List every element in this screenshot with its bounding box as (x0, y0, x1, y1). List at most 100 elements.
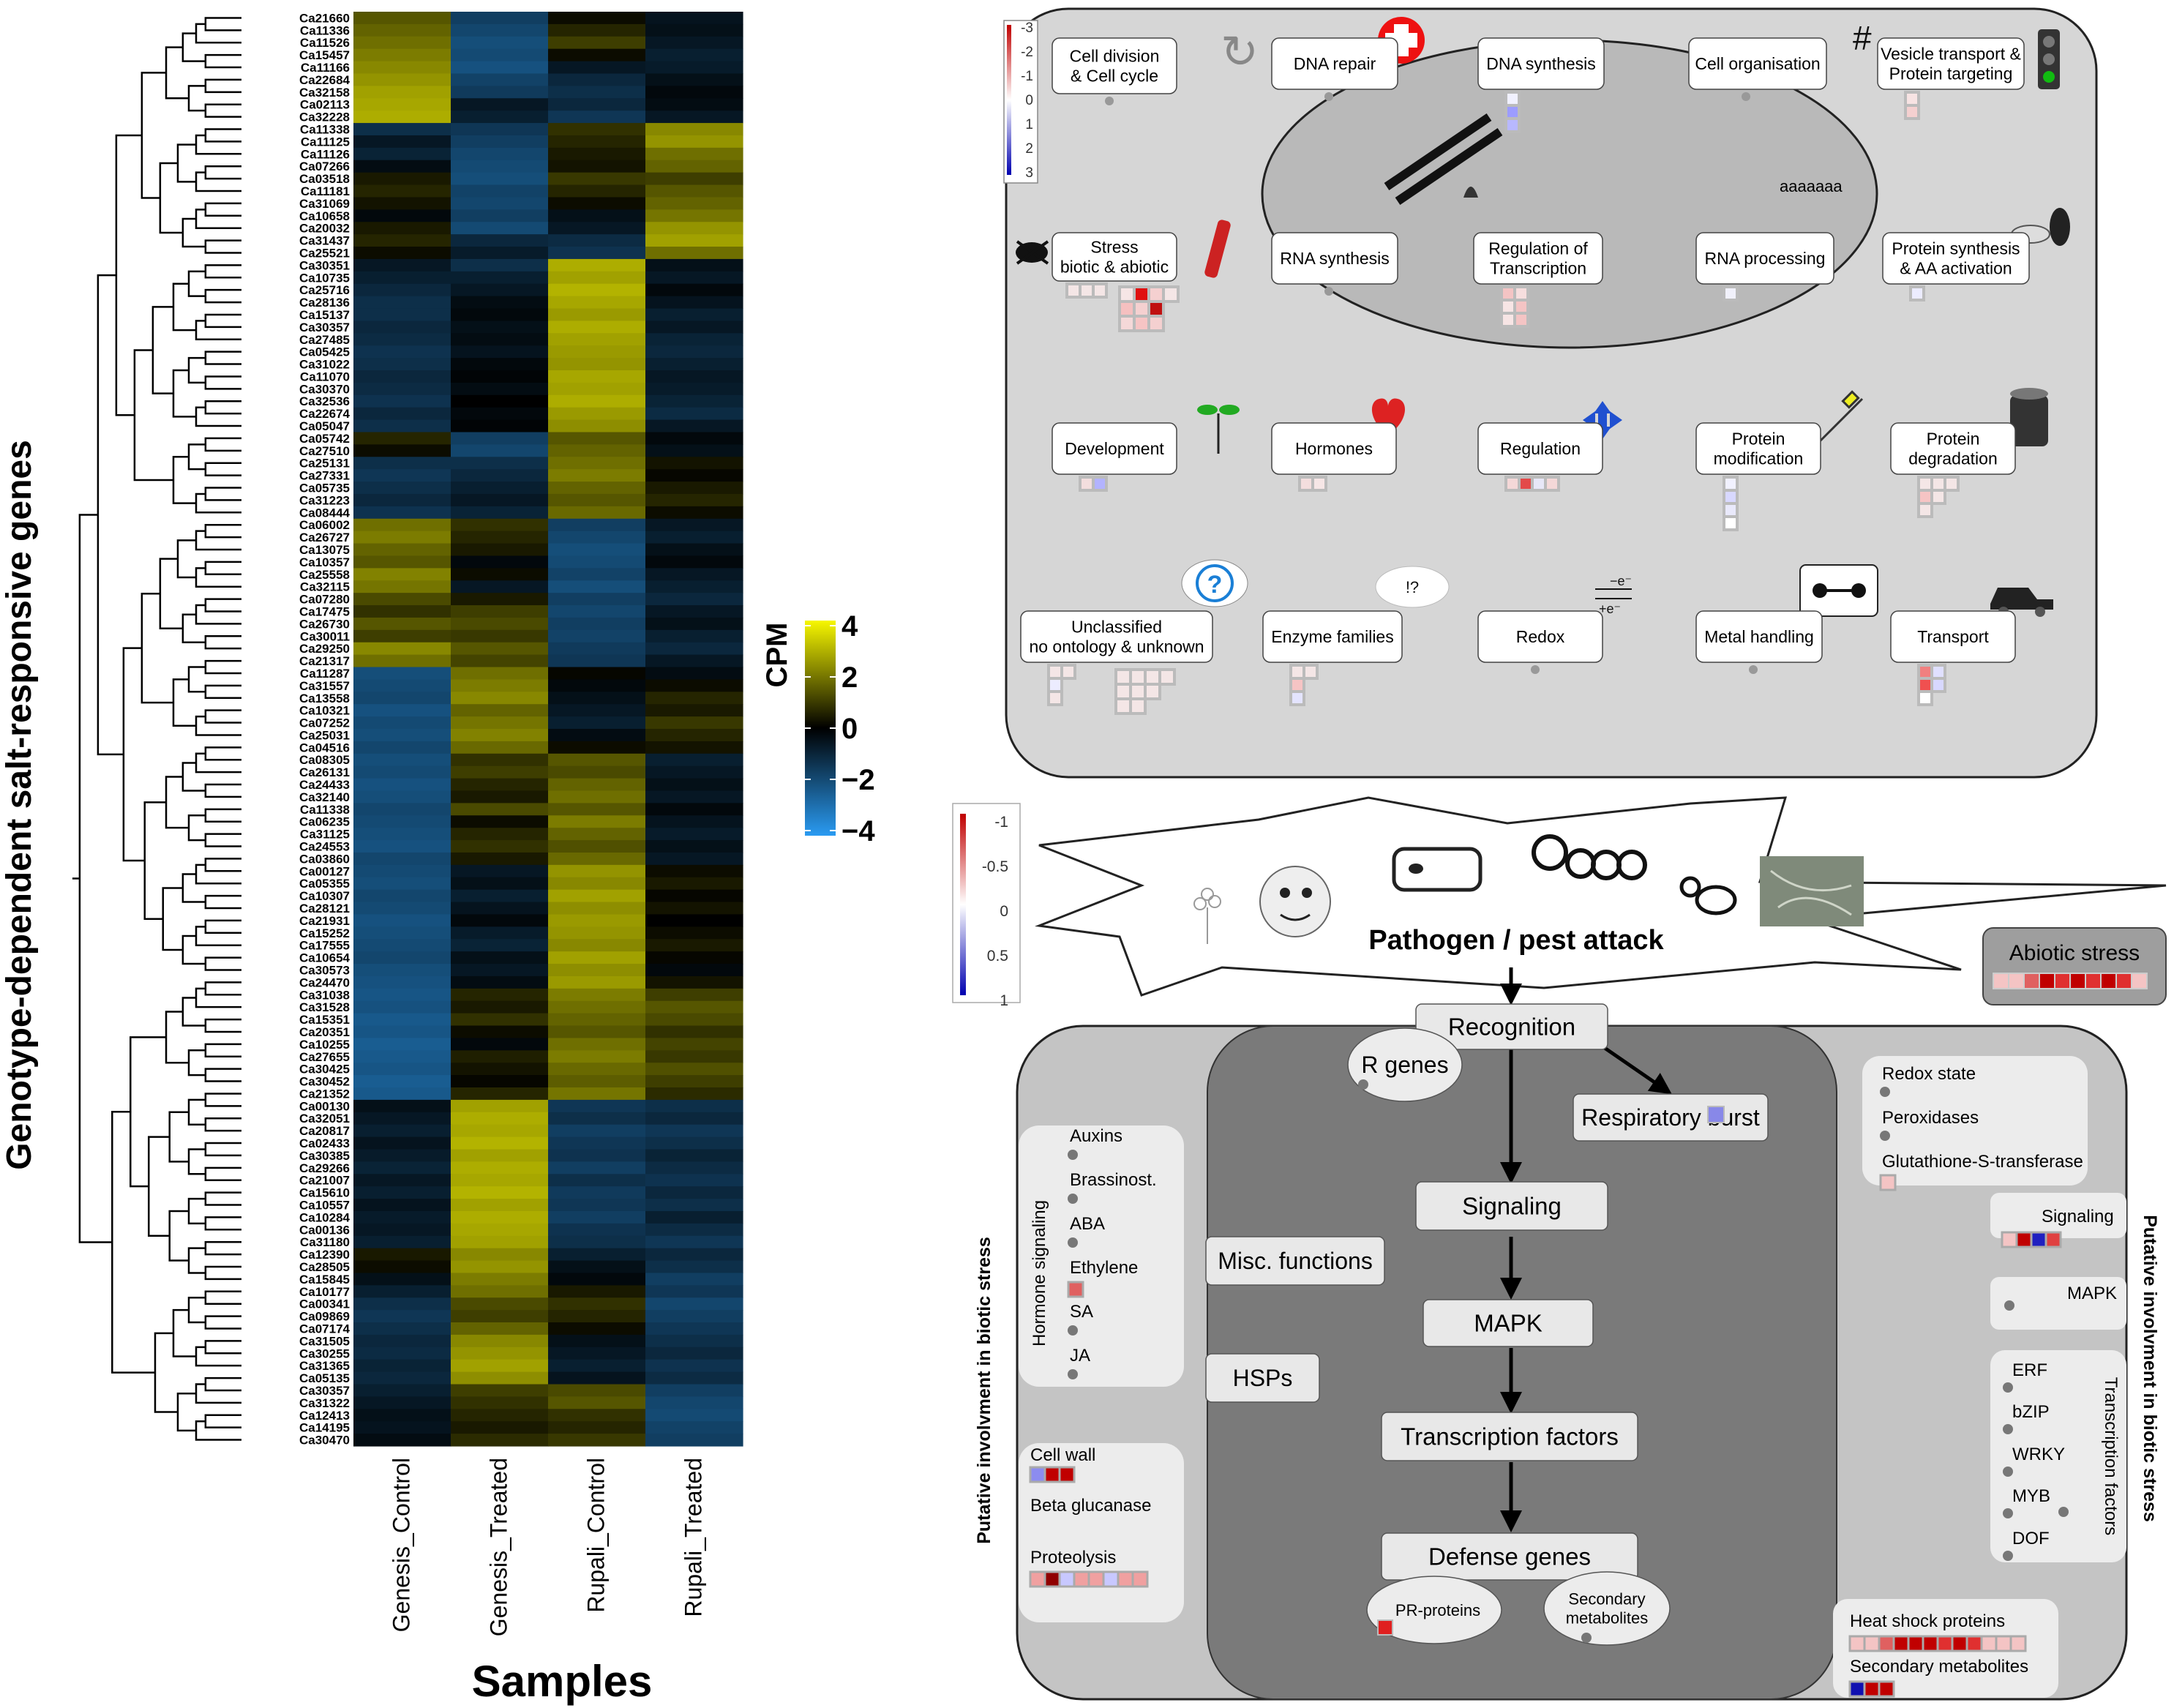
gene-label: Ca24553 (299, 840, 350, 854)
cell-bin-swatch (1302, 664, 1319, 680)
heatmap-cell (548, 1421, 646, 1434)
heatmap-cell (451, 86, 549, 99)
flow-node: Defense genes (1381, 1532, 1638, 1581)
heatmap-cell (548, 790, 646, 804)
svg-text:!?: !? (1406, 578, 1419, 596)
cell-bin-swatch (1298, 476, 1314, 492)
flow-arrows (1500, 967, 1672, 1532)
abiotic-stress-box: Abiotic stress (1982, 927, 2167, 1005)
heatmap-cell (548, 975, 646, 989)
heatmap-panel: Genotype-dependent salt-responsive genes… (0, 11, 875, 1706)
hormone-label: Ethylene (1070, 1258, 1138, 1278)
heatmap-cell (548, 123, 646, 136)
gene-label: Ca28121 (299, 902, 350, 915)
gene-label: Ca15137 (299, 308, 350, 322)
gene-label: Ca31038 (299, 988, 350, 1002)
heatmap-cell (353, 1199, 451, 1212)
heatmap-cell (353, 889, 451, 903)
heatmap-cell (548, 271, 646, 285)
abiotic-swatch (2085, 973, 2102, 989)
bin-dot (1068, 1369, 1078, 1379)
hash-icon: # (1853, 19, 1872, 57)
bin-dot (2003, 1467, 2013, 1477)
heatmap-cell (451, 1124, 549, 1138)
stress-swatch-cluster (1114, 285, 1180, 715)
heatmap-cell (353, 1161, 451, 1175)
heatmap-cell (548, 382, 646, 396)
heatmap-cell (353, 1322, 451, 1336)
hormone-label: Auxins (1070, 1126, 1122, 1146)
heatmap-cell (451, 939, 549, 952)
cell-bin-swatch (1917, 677, 1933, 693)
gene-label: Ca20351 (299, 1025, 350, 1039)
biotic-legend: -1-0.500.51 (952, 803, 1021, 1009)
gene-label: Ca28505 (299, 1260, 350, 1274)
heatmap-cell (451, 975, 549, 989)
heatmap-cell (645, 1223, 743, 1237)
heatmap-cell (451, 667, 549, 681)
cell-bin-box: Metal handling (1695, 610, 1823, 674)
heatmap-cell (548, 321, 646, 334)
gene-label: Ca31125 (300, 828, 350, 842)
bug-icon (1016, 240, 1049, 265)
heatmap-cell (548, 1210, 646, 1224)
heatmap-cell (451, 271, 549, 285)
heatmap-cell (353, 729, 451, 742)
heatmap-cell (548, 1099, 646, 1113)
gene-label: Ca22674 (299, 407, 351, 421)
heatmap-cell (353, 444, 451, 457)
gene-label: Ca02113 (300, 98, 350, 112)
heatmap-cell (451, 345, 549, 359)
cell-bin-box: Cell division& Cell cycle (1052, 37, 1177, 105)
gene-label: Ca15457 (299, 48, 350, 62)
heatmap-cell (548, 1396, 646, 1409)
gene-labels: Ca21660Ca11336Ca11526Ca15457Ca11166Ca226… (299, 11, 351, 1447)
bin-swatch (2001, 1231, 2018, 1248)
heatmap-cell (645, 321, 743, 334)
heatmap-cell (645, 1136, 743, 1150)
cell-bin-swatch (1500, 299, 1516, 315)
heatmap-cell (645, 469, 743, 482)
heatmap-cell (548, 654, 646, 668)
heatmap-cell (451, 679, 549, 692)
cell-bin-box: Protein synthesis& AA activation (1882, 232, 2030, 301)
heatmap-cell (645, 593, 743, 606)
cell-bin-box: Cell organisation (1688, 37, 1827, 101)
heatmap-cell (451, 1322, 549, 1336)
tf-label: ERF (2012, 1360, 2047, 1380)
heatmap-cell (645, 1260, 743, 1274)
pathogen-banner-title: Pathogen / pest attack (1368, 925, 1664, 956)
heatmap-cell (451, 135, 549, 149)
gene-label: Ca10654 (299, 951, 351, 965)
heatmap-cell (353, 1285, 451, 1298)
heatmap-cell (548, 1273, 646, 1286)
heatmap-cell (353, 209, 451, 222)
bin-dot (2003, 1424, 2013, 1434)
heatmap-cell (548, 617, 646, 631)
heatmap-cell (548, 482, 646, 495)
gene-label: Ca09869 (299, 1310, 350, 1324)
gene-label: Ca31069 (299, 197, 350, 211)
heatmap-cell (353, 36, 451, 50)
cell-bin-swatch (1311, 476, 1327, 492)
heatmap-cell (645, 493, 743, 507)
gene-label: Ca31365 (299, 1359, 350, 1373)
heatmap-cell (451, 247, 549, 260)
heatmap-cell (548, 1199, 646, 1212)
heatmap-cell (645, 1396, 743, 1409)
gene-label: Ca21660 (299, 11, 350, 25)
heatmap-cell (353, 531, 451, 544)
heatmap-cell (645, 939, 743, 952)
heatmap-cell (451, 1038, 549, 1051)
heatmap-cell (548, 1371, 646, 1385)
heatmap-cell (451, 964, 549, 977)
sample-label: Rupali_Treated (681, 1458, 707, 1617)
heatmap-cell (451, 1248, 549, 1262)
heatmap-cell (451, 543, 549, 557)
heatmap-cell (353, 111, 451, 124)
heatmap-cell (451, 1075, 549, 1088)
heatmap-cell (451, 580, 549, 593)
heatmap-cell (353, 407, 451, 421)
